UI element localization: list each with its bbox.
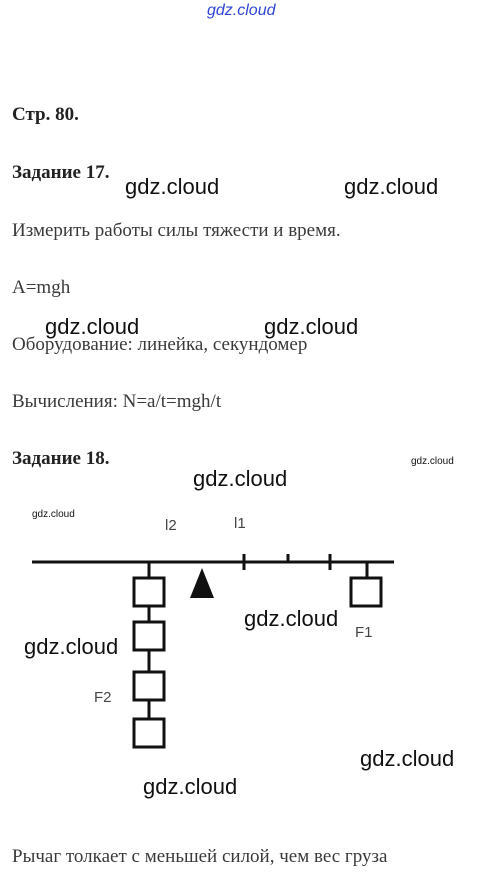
- watermark: gdz.cloud: [344, 174, 439, 199]
- label-l2: l2: [165, 517, 177, 534]
- watermark: gdz.cloud: [264, 314, 359, 339]
- task17-title: Задание 17.: [12, 162, 110, 183]
- weight-box: [132, 670, 166, 702]
- task17-equipment: Оборудование: линейка, секундомер: [12, 334, 308, 355]
- task17-line1: Измерить работы силы тяжести и время.: [12, 220, 341, 241]
- label-f1: F1: [355, 624, 373, 641]
- watermark: gdz.cloud: [360, 746, 455, 771]
- watermark: gdz.cloud: [45, 314, 140, 339]
- weight-box: [132, 576, 166, 608]
- weight-box: [132, 717, 166, 749]
- watermark: gdz.cloud: [411, 456, 454, 467]
- watermark: gdz.cloud: [24, 634, 119, 659]
- watermark: gdz.cloud: [143, 774, 238, 799]
- weight-box: [349, 576, 383, 608]
- watermark-top: gdz.cloud: [207, 2, 276, 19]
- left-weights: [132, 562, 166, 749]
- watermark: gdz.cloud: [125, 174, 220, 199]
- watermark: gdz.cloud: [244, 606, 339, 631]
- weight-box: [132, 620, 166, 652]
- watermark: gdz.cloud: [32, 509, 75, 520]
- page-label: Стр. 80.: [12, 104, 79, 125]
- label-f2: F2: [94, 689, 112, 706]
- watermark: gdz.cloud: [193, 466, 288, 491]
- label-l1: l1: [234, 515, 246, 532]
- lever-diagram: l2 l1 F1 F2: [32, 515, 394, 749]
- fulcrum-triangle: [190, 568, 214, 598]
- task17-calc: Вычисления: N=a/t=mgh/t: [12, 391, 222, 412]
- task17-formula: A=mgh: [12, 277, 71, 298]
- task18-conclusion: Рычаг толкает с меньшей силой, чем вес г…: [12, 846, 388, 867]
- task18-title: Задание 18.: [12, 448, 110, 469]
- right-weight: [349, 562, 383, 608]
